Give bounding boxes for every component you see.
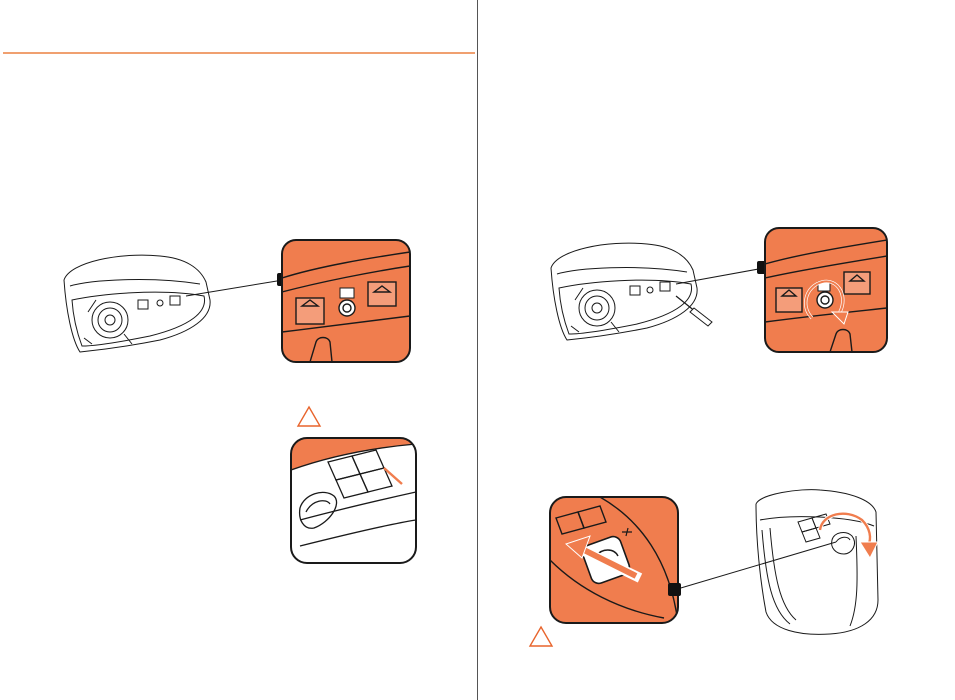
warning-icon-left <box>298 407 320 426</box>
callout-line-3 <box>674 542 836 590</box>
warning-icon-right <box>530 627 552 646</box>
callout-line-2 <box>676 268 764 284</box>
device-rear-ports-drawing <box>64 255 210 352</box>
zoom-port-screw-inset <box>282 240 410 362</box>
callout-marker-3 <box>668 583 681 596</box>
callout-line-1 <box>186 280 283 296</box>
zoom-top-buttons-inset <box>291 438 416 563</box>
device-top-dial-drawing <box>756 490 878 635</box>
device-rear-screwdriver-drawing <box>551 243 712 340</box>
zoom-dial-rotate-inset <box>550 497 678 623</box>
zoom-screw-rotate-inset <box>765 228 887 352</box>
